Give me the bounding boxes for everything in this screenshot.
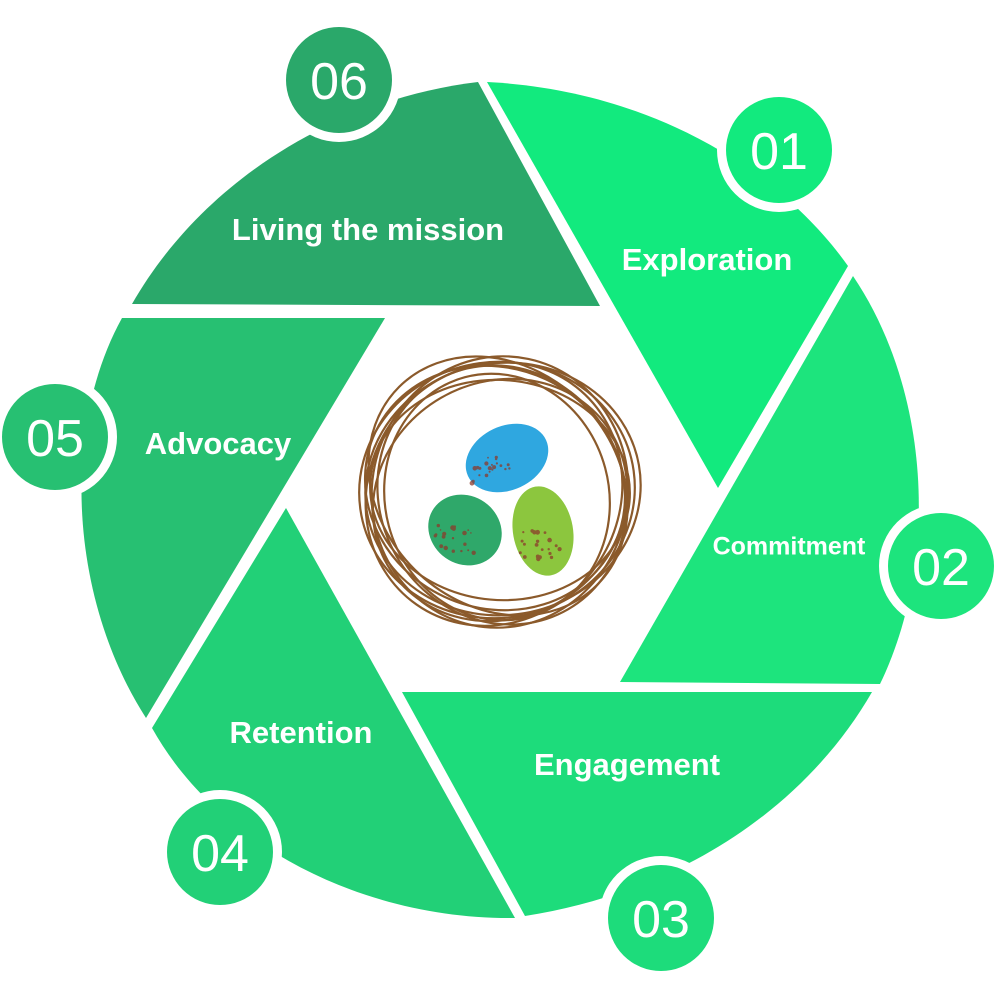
egg-speckle — [535, 539, 540, 543]
stage-label-retention: Retention — [230, 715, 373, 750]
badge-06: 06 — [277, 18, 401, 142]
egg-speckle — [535, 554, 540, 559]
egg-speckle — [522, 542, 526, 546]
egg-speckle — [506, 463, 510, 467]
badge-01: 01 — [717, 88, 841, 212]
egg-speckle — [549, 555, 554, 560]
egg-speckle — [460, 549, 463, 553]
egg-speckle — [518, 551, 522, 555]
egg-speckle — [494, 457, 498, 461]
segment-living-the-mission — [132, 82, 600, 306]
egg-speckle — [488, 470, 491, 473]
egg-speckle — [451, 537, 455, 540]
number-badges-group: 01 02 03 04 05 — [0, 18, 1000, 980]
egg-speckle — [490, 463, 493, 466]
egg-speckle — [487, 466, 492, 471]
stage-label-commitment: Commitment — [713, 533, 866, 561]
egg-speckle — [554, 544, 558, 548]
egg-speckle — [520, 539, 524, 543]
egg-speckle — [492, 465, 497, 470]
egg-speckle — [522, 531, 525, 534]
egg-speckle — [530, 529, 534, 533]
stage-label-engagement: Engagement — [534, 747, 720, 782]
egg-speckle — [534, 543, 539, 547]
badge-number-03: 03 — [632, 891, 690, 949]
stage-label-exploration: Exploration — [622, 242, 793, 277]
egg-speckle — [439, 544, 444, 549]
egg-speckle — [508, 467, 511, 470]
segment-commitment — [620, 276, 919, 684]
stage-label-advocacy: Advocacy — [145, 426, 292, 461]
egg-speckle — [543, 531, 547, 534]
egg-speckle — [484, 461, 489, 466]
badge-number-04: 04 — [191, 825, 249, 883]
egg-speckle — [451, 549, 455, 553]
segment-advocacy — [81, 318, 386, 718]
egg-speckle — [548, 551, 552, 556]
egg-speckles — [433, 455, 562, 562]
egg-speckle — [471, 550, 476, 555]
badge-number-05: 05 — [26, 410, 84, 468]
egg-speckle — [433, 534, 437, 538]
egg-speckle — [504, 467, 507, 471]
egg-speckle — [462, 530, 467, 536]
green-egg-icon — [428, 494, 502, 566]
badge-04: 04 — [158, 790, 282, 914]
egg-speckle — [472, 466, 478, 471]
egg-speckle — [467, 549, 470, 552]
nest-with-eggs-icon — [358, 355, 642, 629]
badge-02: 02 — [879, 504, 1000, 628]
egg-speckle — [540, 548, 544, 551]
egg-speckle — [463, 542, 467, 546]
egg-speckle — [470, 532, 472, 534]
egg-speckle — [472, 481, 475, 484]
egg-speckle — [453, 525, 456, 529]
badge-number-01: 01 — [750, 123, 808, 181]
egg-speckle — [522, 555, 527, 559]
egg-speckle — [495, 462, 498, 465]
egg-speckle — [487, 456, 489, 459]
badge-number-06: 06 — [310, 53, 368, 111]
nest-icon — [358, 355, 642, 629]
egg-speckle — [484, 473, 489, 478]
egg-speckle — [547, 548, 550, 551]
egg-speckle — [499, 464, 503, 467]
egg-speckle — [547, 537, 552, 543]
segment-labels-group: Exploration Commitment Engagement Retent… — [145, 212, 866, 782]
badge-number-02: 02 — [912, 539, 970, 597]
lime-egg-icon — [512, 486, 574, 576]
badge-05: 05 — [0, 375, 117, 499]
egg-speckle — [478, 474, 481, 477]
egg-speckle — [535, 529, 540, 535]
egg-speckle — [475, 465, 480, 470]
segment-engagement — [402, 692, 872, 916]
egg-speckle — [443, 545, 448, 551]
egg-speckle — [558, 548, 561, 551]
stage-label-living-the-mission: Living the mission — [232, 212, 504, 247]
egg-speckle — [436, 523, 440, 528]
egg-speckle — [442, 531, 447, 537]
egg-speckle — [439, 529, 442, 531]
egg-speckle — [467, 529, 470, 531]
badge-03: 03 — [599, 856, 723, 980]
egg-speckle — [491, 468, 494, 471]
